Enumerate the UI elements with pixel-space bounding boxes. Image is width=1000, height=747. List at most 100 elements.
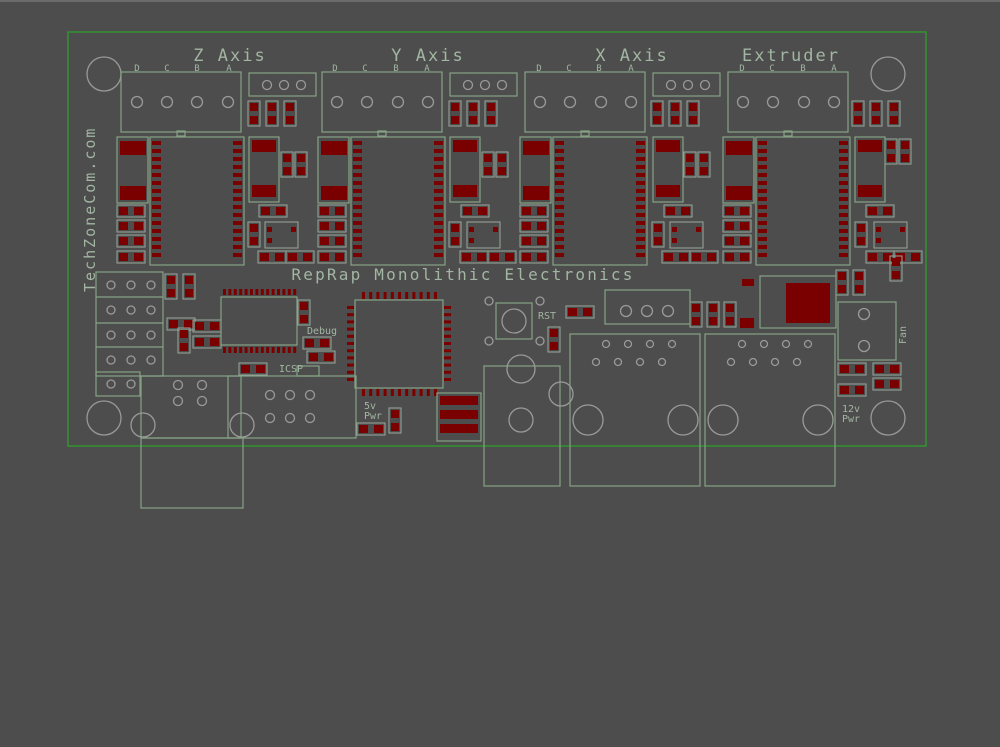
smd-pad: [854, 116, 862, 124]
driver-pin: [839, 149, 848, 153]
mcu-pin: [444, 370, 451, 374]
svg-text:D: D: [134, 64, 139, 74]
mcu-pin: [376, 389, 380, 396]
smd-pad: [672, 227, 677, 232]
dc-jack: [483, 354, 574, 487]
driver-pin: [152, 197, 161, 201]
smd-outline: [668, 100, 682, 127]
driver-pin: [758, 157, 767, 161]
driver-pin: [233, 213, 242, 217]
smd-pad: [868, 207, 877, 215]
driver-pin: [839, 189, 848, 193]
smd-outline: [306, 350, 336, 364]
smd-pad: [300, 302, 308, 310]
driver-pin: [636, 221, 645, 225]
driver-pin: [233, 229, 242, 233]
smd-pad: [855, 285, 863, 293]
smd-pad: [261, 207, 270, 215]
driver-pin: [353, 253, 362, 257]
smd-pad: [498, 154, 506, 162]
smd-pad: [896, 253, 905, 261]
extruder-motor-connector: [727, 71, 849, 137]
smd-pad: [324, 353, 333, 361]
driver-pin: [152, 181, 161, 185]
board-title: RepRap Monolithic Electronics: [291, 265, 634, 284]
smd-pad: [256, 365, 265, 373]
smd-outline: [460, 204, 490, 218]
driver-pin: [233, 141, 242, 145]
driver-pin: [353, 173, 362, 177]
smd-pad: [276, 207, 285, 215]
smd-pad: [654, 224, 662, 232]
smd-pad: [725, 253, 734, 261]
smd-pad: [696, 227, 701, 232]
driver-pin: [233, 205, 242, 209]
x-axis-label: X Axis: [595, 46, 668, 66]
smd-pad: [487, 103, 495, 111]
smd-outline: [723, 301, 737, 328]
driver-pin: [839, 197, 848, 201]
smd-outline: [547, 326, 561, 353]
mcu-pin: [426, 389, 430, 396]
smd-pad: [169, 320, 178, 328]
smd-pad: [901, 141, 909, 149]
driver-pin: [152, 253, 161, 257]
smd-outline: [317, 234, 347, 248]
smd-pad: [469, 116, 477, 124]
driver-chips: [116, 136, 851, 266]
smd-outline: [697, 151, 711, 178]
smd-pad: [335, 207, 344, 215]
driver-pin: [434, 149, 443, 153]
driver-pin: [636, 213, 645, 217]
smd-outline: [873, 221, 908, 249]
smd-pad: [725, 237, 734, 245]
smd-pad: [320, 237, 329, 245]
driver-pin: [758, 221, 767, 225]
smd-pad: [335, 237, 344, 245]
driver-pin: [839, 237, 848, 241]
svg-text:D: D: [332, 64, 337, 74]
driver-pin: [636, 253, 645, 257]
svg-text:C: C: [362, 64, 367, 74]
chip-pin: [282, 347, 286, 353]
smd-pad: [583, 308, 592, 316]
smd-pad: [838, 285, 846, 293]
driver-pin: [233, 237, 242, 241]
driver-pin: [636, 165, 645, 169]
smd-outline: [247, 100, 261, 127]
smd-pad: [291, 227, 296, 232]
smd-pad: [550, 329, 558, 337]
smd-pad: [451, 224, 459, 232]
smd-pad: [537, 207, 546, 215]
smd-outline: [238, 362, 268, 376]
driver-pin: [839, 229, 848, 233]
y-motor-connector: [321, 71, 443, 137]
driver-pin: [353, 165, 362, 169]
driver-pin: [839, 165, 848, 169]
smd-pad: [335, 222, 344, 230]
mcu-pin: [390, 292, 394, 299]
smd-pad: [700, 167, 708, 175]
smd-pad: [286, 103, 294, 111]
driver-pin: [636, 205, 645, 209]
chip-pin: [239, 347, 243, 353]
mcu-pin: [444, 334, 451, 338]
svg-text:B: B: [194, 64, 199, 74]
smd-pad: [840, 386, 849, 394]
driver-pin: [555, 245, 564, 249]
driver-pin: [555, 149, 564, 153]
chip-pin: [255, 347, 259, 353]
driver-pin: [152, 229, 161, 233]
mcu-pin: [347, 313, 354, 317]
smd-outline: [519, 250, 549, 264]
driver-pin: [233, 197, 242, 201]
mcu-pin: [383, 292, 387, 299]
smd-pad: [335, 253, 344, 261]
smd-pad: [686, 167, 694, 175]
mcu-pin: [398, 389, 401, 396]
mcu-pin: [412, 389, 416, 396]
driver-pin: [839, 245, 848, 249]
smd-outline: [297, 299, 311, 326]
svg-text:B: B: [596, 64, 601, 74]
driver-pin: [353, 229, 362, 233]
